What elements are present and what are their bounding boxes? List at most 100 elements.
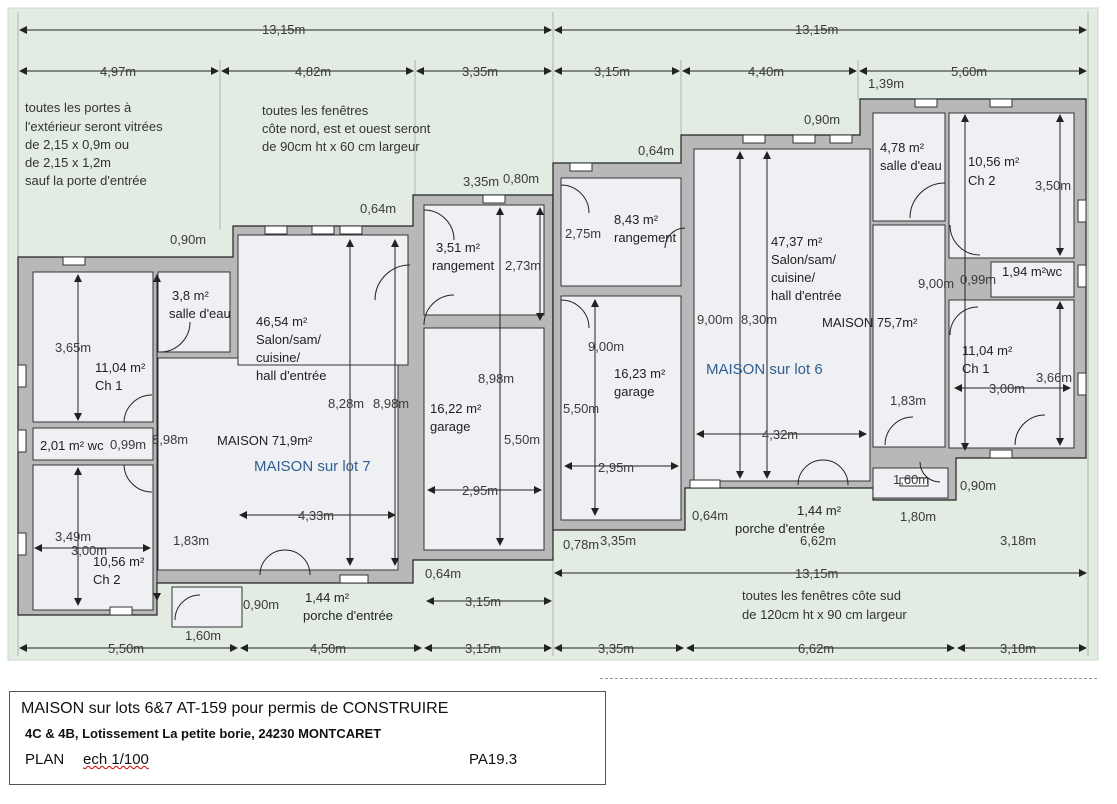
door-arcs <box>123 182 1046 621</box>
note-doors-line: de 2,15 x 1,2m <box>25 155 111 170</box>
dim-lot7: 8,98m <box>152 432 188 447</box>
room-name: porche d'entrée <box>735 521 825 536</box>
dim-lot6: 3,00m <box>989 381 1025 396</box>
dim-lot6: 3,18m <box>1000 533 1036 548</box>
room-name: garage <box>614 384 654 399</box>
title-plan: PLAN <box>25 751 65 768</box>
note-doors-line: l'extérieur seront vitrées <box>25 119 163 134</box>
dim-lot7: 8,28m <box>328 396 364 411</box>
dim-top: 5,60m <box>951 64 987 79</box>
title-block: MAISON sur lots 6&7 AT-159 pour permis d… <box>9 691 606 785</box>
room-area: 2,01 m² wc <box>40 438 104 453</box>
windows <box>17 98 1087 616</box>
lot6-walls <box>552 98 1087 531</box>
dim-small: 0,64m <box>638 143 674 158</box>
dim-bottom: 6,62m <box>798 641 834 656</box>
house-total: MAISON 71,9m² <box>217 433 313 448</box>
room-name: cuisine/ <box>771 270 815 285</box>
room-area: 3,51 m² <box>436 240 481 255</box>
dim-top: 4,97m <box>100 64 136 79</box>
dim-lot6: 0,99m <box>960 272 996 287</box>
title-line1: MAISON sur lots 6&7 AT-159 pour permis d… <box>21 700 449 717</box>
notes: toutes les portes à l'extérieur seront v… <box>25 100 907 622</box>
dim-small: 0,80m <box>503 171 539 186</box>
dim-lot7: 3,65m <box>55 340 91 355</box>
room-area: 4,78 m² <box>880 140 925 155</box>
room-name: salle d'eau <box>880 158 942 173</box>
dim-lot7: 0,90m <box>243 597 279 612</box>
dim-total-left: 13,15m <box>262 22 305 37</box>
room-area: 10,56 m² <box>93 554 145 569</box>
room-name: Ch 1 <box>962 361 989 376</box>
room-name: Ch 1 <box>95 378 122 393</box>
room-name: Ch 2 <box>968 173 995 188</box>
dim-lot6: 1,83m <box>890 393 926 408</box>
room-area: 3,8 m² <box>172 288 210 303</box>
dim-lot7: 8,98m <box>373 396 409 411</box>
dim-small: 0,64m <box>360 201 396 216</box>
dim-lot7: 3,15m <box>465 594 501 609</box>
dim-lot6: 0,90m <box>960 478 996 493</box>
dim-bottom: 5,50m <box>108 641 144 656</box>
note-doors-line: toutes les portes à <box>25 100 132 115</box>
dim-lot6: 0,64m <box>692 508 728 523</box>
room-name: salle d'eau <box>169 306 231 321</box>
dim-small: 1,39m <box>868 76 904 91</box>
house-label-lot7: MAISON sur lot 7 <box>254 458 371 475</box>
dim-lot7: 1,60m <box>185 628 221 643</box>
room-area: 11,04 m² <box>95 360 146 375</box>
house-total: MAISON 75,7m² <box>822 315 918 330</box>
lot6-labels: 8,43 m² rangement 16,23 m² garage 47,37 … <box>614 140 1062 536</box>
room-name: garage <box>430 419 470 434</box>
note-doors-line: de 2,15 x 0,9m ou <box>25 137 129 152</box>
room-name: Salon/sam/ <box>256 332 321 347</box>
dim-small: 0,90m <box>804 112 840 127</box>
room-area: 16,23 m² <box>614 366 666 381</box>
dim-lot6: 1,60m <box>893 472 929 487</box>
dim-small: 0,90m <box>170 232 206 247</box>
dim-top: 3,15m <box>594 64 630 79</box>
dim-bottom: 3,18m <box>1000 641 1036 656</box>
note-windows-south-line: de 120cm ht x 90 cm largeur <box>742 607 907 622</box>
lot7-walls <box>17 194 554 628</box>
title-reference: PA19.3 <box>469 751 518 768</box>
room-area: 11,04 m² <box>962 343 1013 358</box>
separator-line <box>600 678 1097 679</box>
dim-total-right: 13,15m <box>795 22 838 37</box>
house-label-lot6: MAISON sur lot 6 <box>706 361 823 378</box>
note-windows-north-line: de 90cm ht x 60 cm largeur <box>262 139 420 154</box>
room-name: Ch 2 <box>93 572 120 587</box>
note-windows-south-line: toutes les fenêtres côte sud <box>742 588 901 603</box>
note-doors-line: sauf la porte d'entrée <box>25 173 147 188</box>
room-area: 46,54 m² <box>256 314 308 329</box>
dim-top: 4,40m <box>748 64 784 79</box>
dim-lot7: 2,95m <box>462 483 498 498</box>
dim-bottom: 3,15m <box>465 641 501 656</box>
dim-top: 3,35m <box>462 64 498 79</box>
room-area: 1,44 m² <box>797 503 842 518</box>
dim-lot6: 5,50m <box>563 401 599 416</box>
room-name: hall d'entrée <box>771 288 841 303</box>
room-name: Salon/sam/ <box>771 252 836 267</box>
dimension-labels: 13,15m 13,15m 4,97m 4,82m 3,35m 3,15m 4,… <box>55 22 1072 656</box>
room-area: 1,44 m² <box>305 590 350 605</box>
note-windows-north-line: toutes les fenêtres <box>262 103 369 118</box>
title-line2: 4C & 4B, Lotissement La petite borie, 24… <box>25 726 382 741</box>
dim-lot7: 8,98m <box>478 371 514 386</box>
room-name: rangement <box>432 258 495 273</box>
dim-small: 3,35m <box>463 174 499 189</box>
dim-lot7: 3,49m <box>55 529 91 544</box>
dim-lot6: 9,00m <box>918 276 954 291</box>
room-name: hall d'entrée <box>256 368 326 383</box>
dim-bottom: 4,50m <box>310 641 346 656</box>
dim-lot6: 3,66m <box>1036 370 1072 385</box>
dim-lot7: 0,99m <box>110 437 146 452</box>
room-name: porche d'entrée <box>303 608 393 623</box>
dim-lot7: 4,33m <box>298 508 334 523</box>
room-area: 47,37 m² <box>771 234 823 249</box>
dim-lot6: 13,15m <box>795 566 838 581</box>
title-scale: ech 1/100 <box>83 751 149 768</box>
dim-lot7: 0,64m <box>425 566 461 581</box>
dim-bottom: 3,35m <box>598 641 634 656</box>
room-name: rangement <box>614 230 677 245</box>
